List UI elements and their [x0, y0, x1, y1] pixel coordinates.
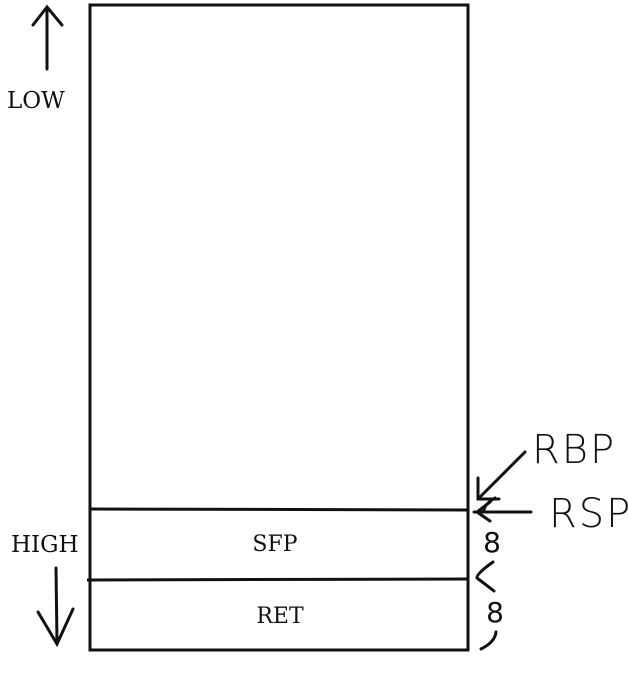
ret-brace-icon [475, 560, 496, 593]
ret-top-divider [86, 577, 469, 582]
sfp-top-divider [89, 507, 469, 512]
rsp-label: RSP [549, 491, 628, 537]
sfp-brace-icon [482, 496, 497, 514]
low-label: LOW [7, 88, 65, 114]
rbp-arrow-icon [476, 450, 527, 501]
sfp-label: SFP [252, 532, 297, 557]
high-label: HIGH [11, 532, 79, 558]
ret-size-label: 8 [486, 596, 504, 629]
sfp-size-label: 8 [483, 526, 501, 559]
up-arrow-icon [31, 4, 64, 71]
down-arrow-icon [36, 566, 75, 648]
rbp-label: RBP [532, 427, 616, 473]
stack-box [88, 3, 470, 652]
ret-brace-end-icon [479, 630, 498, 651]
ret-label: RET [256, 604, 304, 629]
